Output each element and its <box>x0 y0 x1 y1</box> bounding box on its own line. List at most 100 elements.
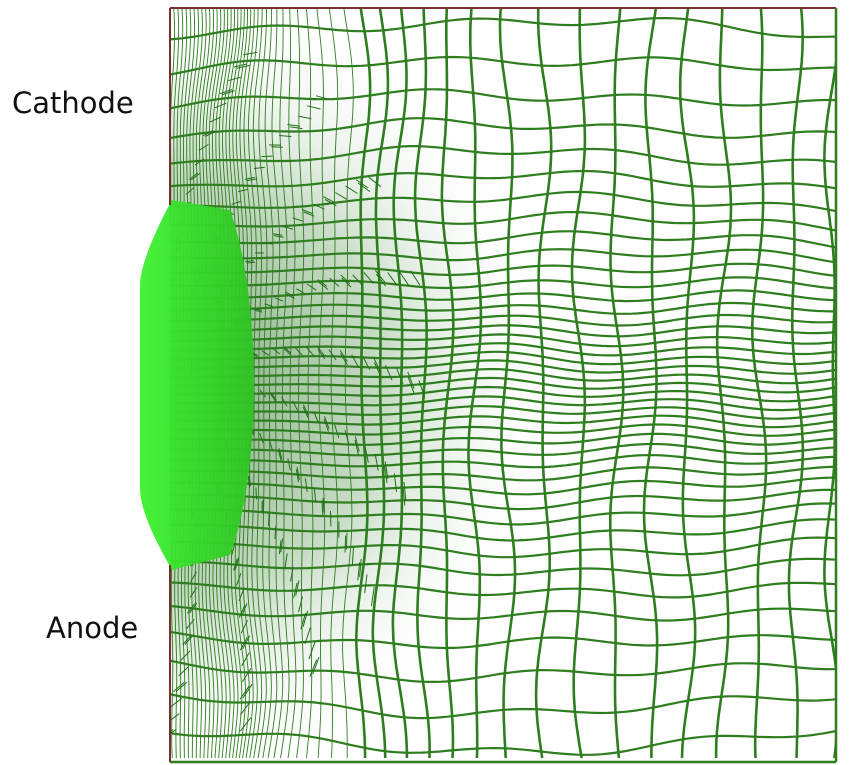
fine-mesh-segment-111 <box>351 354 360 368</box>
fine-mesh-segment-108 <box>328 349 337 361</box>
fine-mesh-segment-179 <box>280 538 283 553</box>
mesh-line-vertical-39 <box>440 8 455 759</box>
fine-mesh-segment-83 <box>306 283 317 291</box>
fine-mesh-segment-184 <box>293 582 298 598</box>
fine-mesh-segment-92 <box>375 273 387 287</box>
fine-mesh-segment-85 <box>318 281 329 290</box>
fine-mesh-segment-16 <box>209 116 222 123</box>
fine-mesh-segment-230 <box>184 634 194 645</box>
fine-mesh-segment-177 <box>268 513 270 527</box>
mesh-line-vertical-37 <box>391 8 409 758</box>
mesh-line-horizontal-13 <box>170 230 836 249</box>
fine-mesh-segment-215 <box>239 717 252 732</box>
mesh-line-horizontal-41 <box>170 659 836 683</box>
fine-mesh-segment-84 <box>317 279 328 287</box>
fine-mesh-segment-165 <box>357 562 361 581</box>
fine-mesh-segment-18 <box>219 89 233 95</box>
fine-mesh-segment-91 <box>374 269 386 283</box>
mesh-line-vertical-32 <box>316 8 326 759</box>
fine-mesh-segment-239 <box>170 728 174 733</box>
mesh-line-horizontal-23 <box>170 385 836 403</box>
fine-mesh-segment-225 <box>190 571 197 582</box>
fine-mesh-segment-210 <box>241 652 250 667</box>
mesh-line-horizontal-37 <box>170 557 836 577</box>
mesh-line-vertical-29 <box>287 8 297 759</box>
fine-mesh-segment-227 <box>189 602 198 614</box>
fine-mesh-segment-78 <box>264 303 273 307</box>
fine-mesh-segment-181 <box>284 553 288 568</box>
mesh-line-horizontal-28 <box>170 432 836 446</box>
mesh-line-horizontal-39 <box>170 604 836 622</box>
fine-mesh-segment-138 <box>374 453 379 471</box>
fine-mesh-segment-182 <box>290 566 294 582</box>
fine-mesh-segment-76 <box>253 308 262 311</box>
fine-mesh-segment-15 <box>205 130 216 137</box>
fine-mesh-segment-119 <box>418 380 426 399</box>
fine-mesh-segment-149 <box>268 440 274 452</box>
fine-mesh-segment-156 <box>313 487 317 503</box>
fine-mesh-segment-164 <box>359 558 362 577</box>
fine-mesh-segment-62 <box>301 209 313 215</box>
mesh-line-horizontal-32 <box>170 476 836 496</box>
fine-mesh-segment-12 <box>194 158 205 166</box>
fine-mesh-segment-60 <box>282 226 294 230</box>
fine-mesh-segment-90 <box>363 272 374 284</box>
fine-mesh-segment-172 <box>248 474 251 486</box>
fine-mesh-segment-125 <box>270 393 277 403</box>
mesh-line-horizontal-25 <box>170 405 836 420</box>
fine-mesh-segment-45 <box>298 115 312 120</box>
fine-mesh-segment-234 <box>175 681 188 692</box>
fine-mesh-segment-19 <box>222 90 235 96</box>
fine-mesh-segment-207 <box>240 619 248 634</box>
fine-mesh-segment-140 <box>383 465 388 483</box>
fine-mesh-segment-205 <box>240 603 248 617</box>
fine-mesh-segment-157 <box>322 497 325 513</box>
fine-mesh-segment-44 <box>289 126 303 130</box>
mesh-line-horizontal-12 <box>170 248 836 264</box>
mesh-line-vertical-36 <box>371 8 390 759</box>
fine-mesh-segment-34 <box>231 200 241 205</box>
fine-mesh-segment-233 <box>178 666 189 677</box>
fine-mesh-segment-136 <box>354 439 359 456</box>
fine-mesh-segment-65 <box>323 196 335 203</box>
mesh-line-horizontal-24 <box>170 395 836 412</box>
fine-mesh-segment-141 <box>393 473 397 492</box>
fine-mesh-segment-88 <box>341 277 352 288</box>
mesh-line-vertical-48 <box>751 8 768 759</box>
fine-mesh-segment-188 <box>304 627 311 645</box>
fine-mesh-segment-114 <box>373 362 382 377</box>
fine-mesh-segment-130 <box>313 411 319 424</box>
refined-region <box>140 200 254 570</box>
mesh-line-horizontal-15 <box>170 190 836 213</box>
fine-mesh-segment-70 <box>357 182 371 193</box>
fine-mesh-segment-10 <box>188 172 199 180</box>
fine-mesh-segment-235 <box>173 682 185 692</box>
cathode-label: Cathode <box>12 86 134 120</box>
fine-mesh-segment-55 <box>246 261 255 264</box>
fine-mesh-segment-11 <box>190 173 201 181</box>
fine-mesh-segment-186 <box>302 610 309 627</box>
fine-mesh-segment-187 <box>300 613 307 630</box>
fine-mesh-segment-61 <box>292 217 303 222</box>
fine-mesh-segment-202 <box>233 558 238 571</box>
fine-mesh-segment-23 <box>243 51 258 56</box>
mesh-line-horizontal-1 <box>170 368 836 385</box>
mesh-line-horizontal-30 <box>170 453 836 469</box>
mesh-line-vertical-27 <box>271 8 284 759</box>
fine-mesh-segment-228 <box>187 603 196 614</box>
fine-mesh-segment-134 <box>344 430 350 445</box>
mesh-line-horizontal-20 <box>170 55 836 76</box>
fine-mesh-segment-58 <box>272 233 283 236</box>
fine-mesh-segment-47 <box>315 95 331 101</box>
fine-mesh-segment-42 <box>279 135 292 137</box>
fine-mesh-segment-110 <box>340 353 348 366</box>
fine-mesh-segment-124 <box>270 392 277 401</box>
fine-mesh-segment-150 <box>278 448 283 460</box>
fine-mesh-segment-201 <box>234 557 240 570</box>
fine-mesh-segment-118 <box>407 376 415 394</box>
fine-mesh-segment-158 <box>321 500 324 516</box>
fine-mesh-segment-106 <box>317 346 325 357</box>
fine-mesh-segment-203 <box>236 573 242 586</box>
fine-mesh-segment-162 <box>344 535 347 553</box>
fine-mesh-segment-100 <box>261 350 269 356</box>
